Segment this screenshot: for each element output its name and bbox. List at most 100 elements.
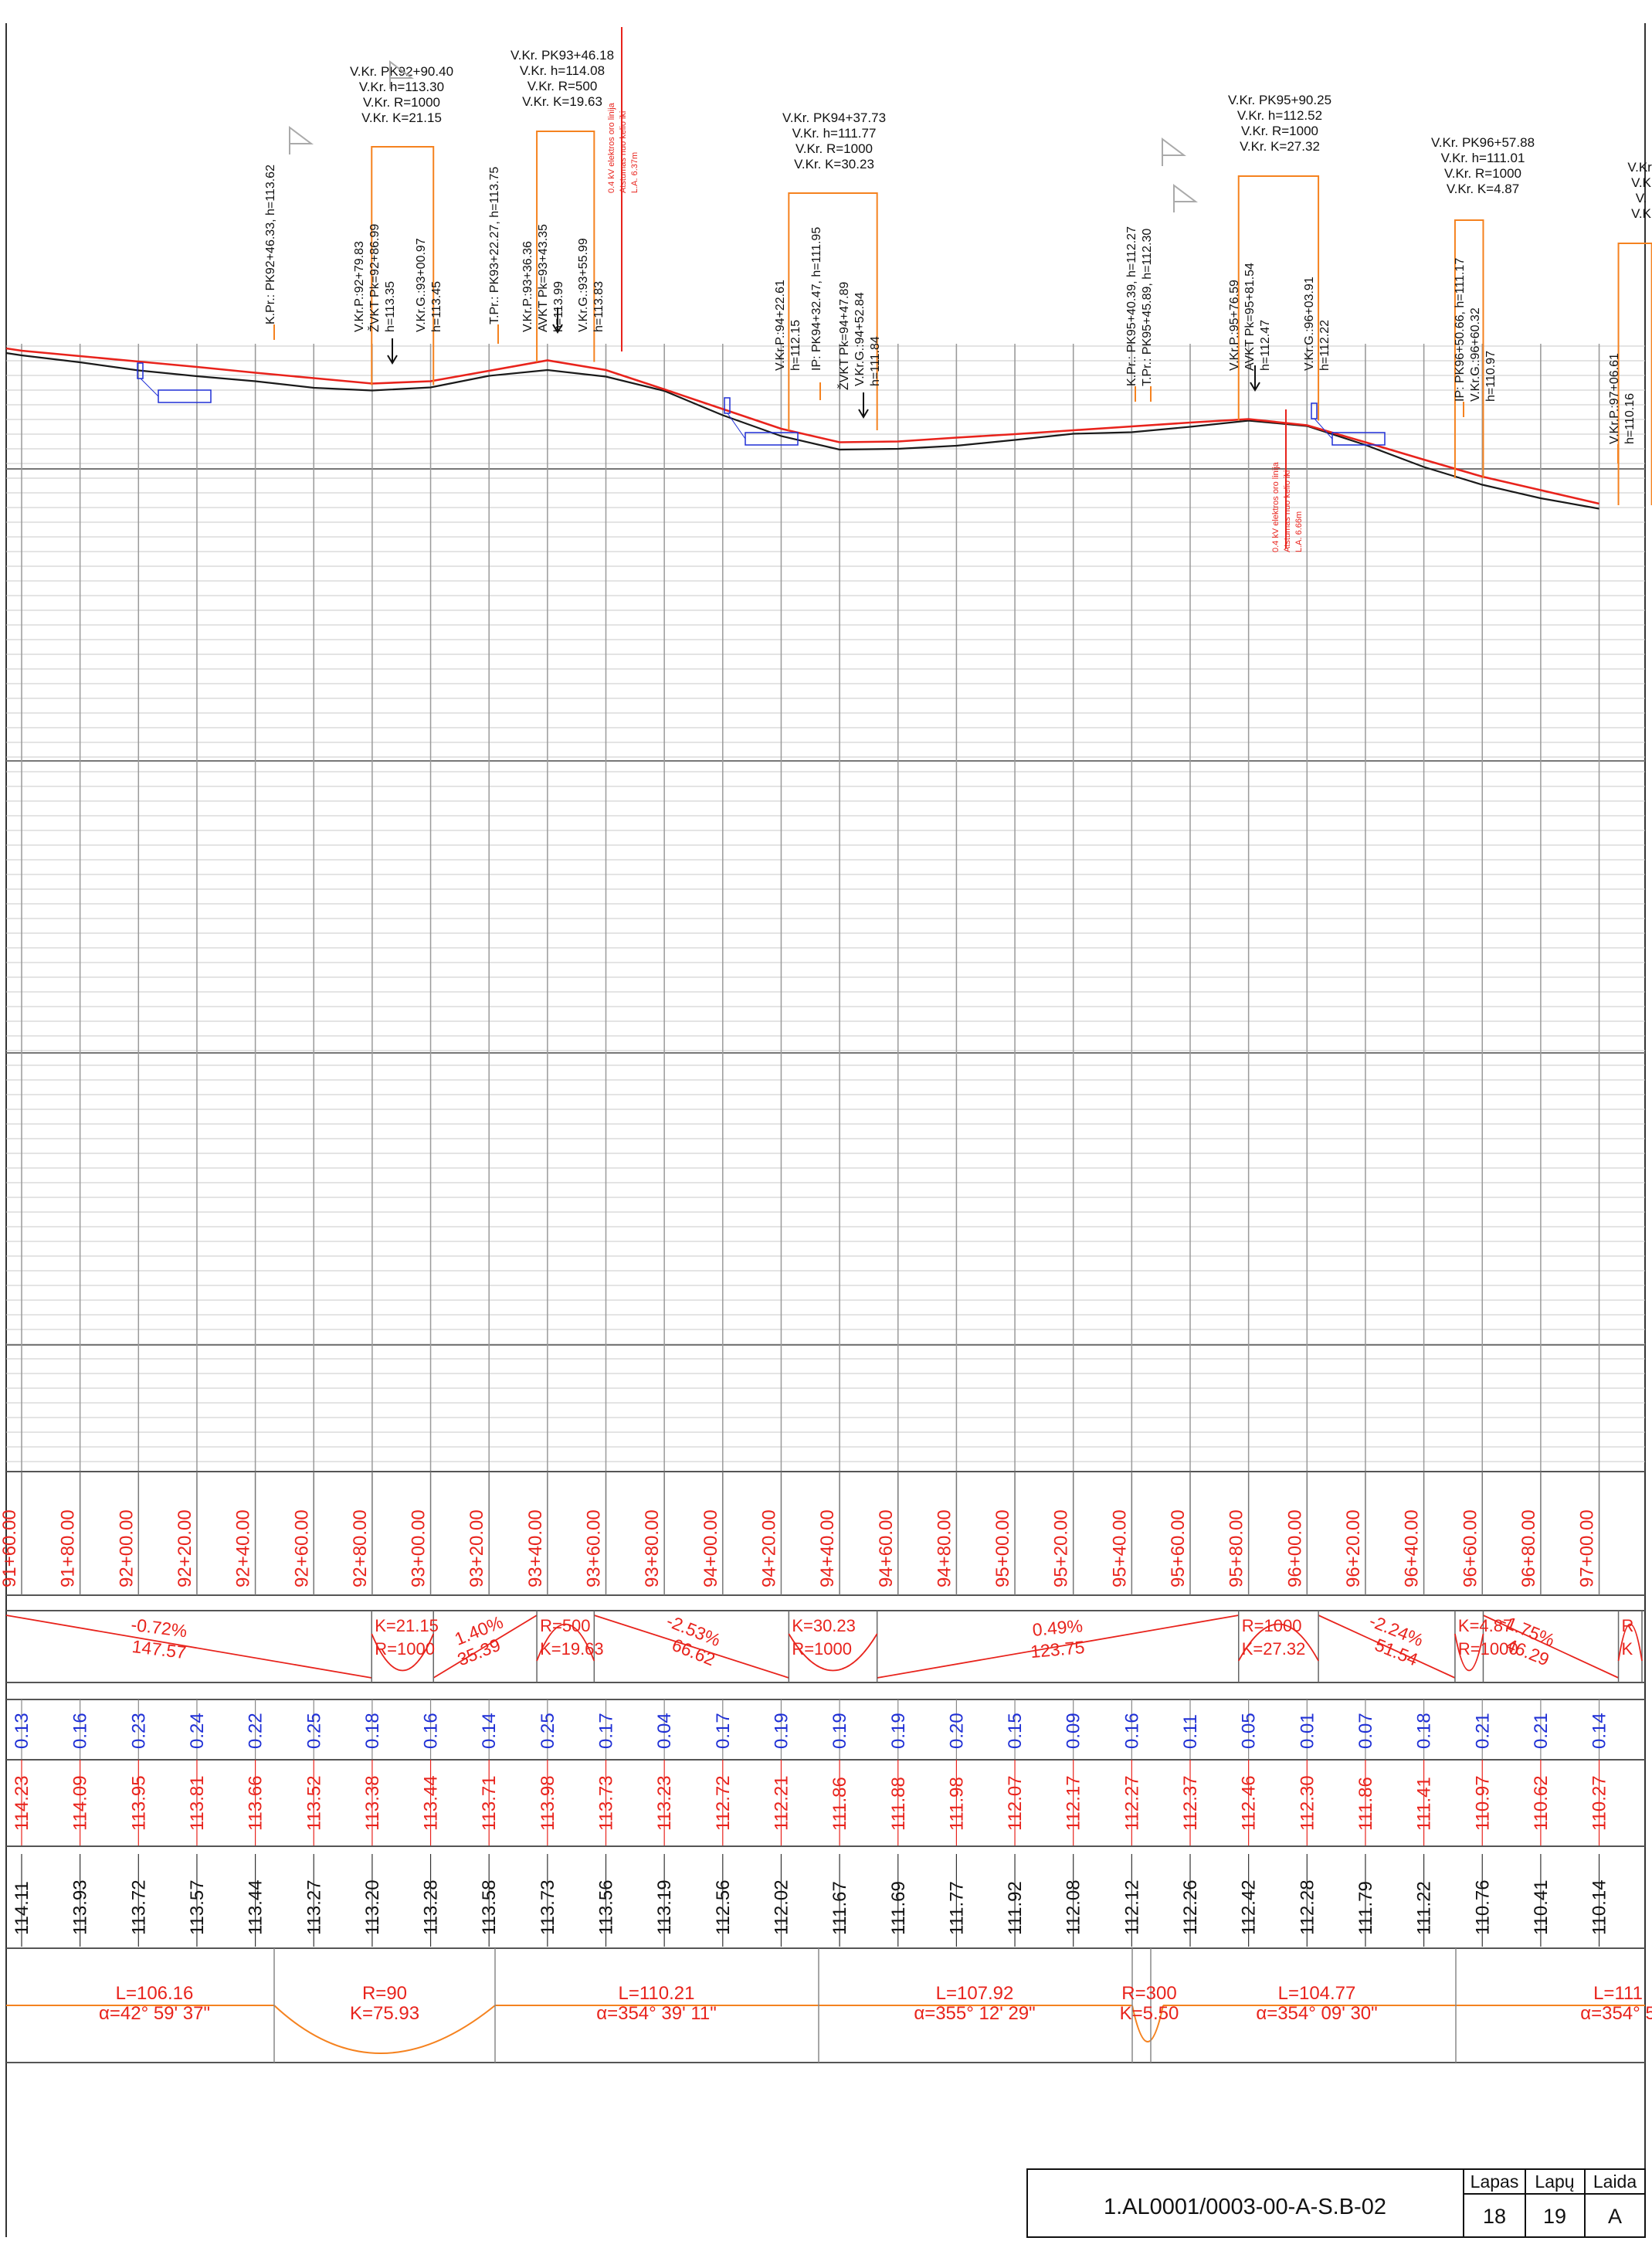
- benchmark-flag-icon: [1162, 138, 1186, 166]
- existing-elevation: 111.69: [888, 1881, 909, 1935]
- existing-elevation: 113.20: [362, 1879, 383, 1935]
- existing-elevation: 112.08: [1063, 1879, 1084, 1935]
- power-line-note: 0.4 kV elektros oro linija: [1271, 461, 1281, 552]
- vertical-curve-value: K: [1622, 1639, 1633, 1659]
- grade-line: [5, 1615, 372, 1679]
- station-label: 96+20.00: [1343, 1509, 1364, 1587]
- design-elevation: 113.95: [128, 1775, 149, 1831]
- vertical-curve-label: V.K: [1631, 175, 1652, 190]
- power-line-note: L.A. 6.37m: [630, 152, 639, 193]
- plan-value: K=75.93: [350, 2003, 419, 2024]
- grade-line: [594, 1615, 789, 1679]
- grade-line: [1483, 1615, 1619, 1679]
- grade-percent: 0.49%: [1032, 1615, 1084, 1640]
- design-elevation: 112.30: [1297, 1775, 1318, 1831]
- design-elevation: 111.86: [829, 1777, 850, 1831]
- vertical-curve-arc: [1454, 1633, 1484, 1672]
- existing-elevation: 113.56: [596, 1879, 617, 1935]
- station-label: 92+60.00: [291, 1509, 312, 1587]
- vertical-curve-label: V.Kr. h=111.77: [792, 126, 877, 141]
- title-block: 1.AL0001/0003-00-A-S.B-02 Lapas Lapų Lai…: [1026, 2168, 1646, 2238]
- point-label: IP: PK94+32.47, h=111.95: [810, 227, 823, 371]
- existing-elevation: 113.58: [479, 1879, 500, 1935]
- design-elevation: 112.07: [1005, 1775, 1026, 1831]
- depth-value: 0.21: [1472, 1713, 1493, 1749]
- design-grade-line: [5, 347, 1599, 505]
- station-label: 95+80.00: [1226, 1509, 1247, 1587]
- vertical-curve-value: R=1000: [1458, 1639, 1518, 1659]
- vertical-curve-arc: [371, 1633, 435, 1672]
- existing-elevation: 113.93: [70, 1879, 91, 1935]
- point-label: V.Kr.G.:93+55.99: [577, 238, 590, 332]
- vertical-curve-label: V.Kr. K=30.23: [794, 157, 874, 171]
- plan-value: α=42° 59' 37": [99, 2003, 210, 2024]
- vertical-curve-label: V.Kr. h=112.52: [1237, 108, 1322, 123]
- existing-elevation: 114.11: [12, 1881, 32, 1935]
- design-elevation: 111.98: [946, 1777, 967, 1831]
- depth-value: 0.19: [888, 1713, 909, 1749]
- design-elevation: 110.27: [1589, 1775, 1610, 1831]
- vertical-curve-value: R=1000: [1242, 1616, 1302, 1635]
- design-elevation: 112.72: [713, 1775, 734, 1831]
- vertical-curve-bracket: [1237, 175, 1320, 421]
- sheet-header: Lapas: [1471, 2171, 1519, 2192]
- vertical-curve-label: V.Kr. PK93+46.18: [511, 48, 614, 63]
- point-label: h=111.84: [869, 336, 882, 386]
- plan-value: K=5.50: [1120, 2003, 1179, 2024]
- point-label: K.Pr.: PK92+46.33, h=113.62: [264, 165, 277, 324]
- benchmark-flag-icon: [289, 126, 314, 154]
- plan-value: R=90: [362, 1983, 407, 2004]
- culvert-marker-icon: [1311, 402, 1318, 419]
- existing-elevation: 112.12: [1121, 1879, 1142, 1935]
- sheets-header: Lapų: [1535, 2171, 1574, 2192]
- benchmark-flag-icon: [1173, 184, 1198, 212]
- depth-value: 0.21: [1531, 1713, 1552, 1749]
- plan-curve-arc: [273, 2005, 496, 2054]
- vertical-curve-bracket: [536, 131, 595, 362]
- existing-elevation: 113.73: [538, 1879, 558, 1935]
- existing-elevation: 112.56: [713, 1879, 734, 1935]
- vertical-curve-label: V.Kr. h=113.30: [359, 80, 444, 94]
- plan-value: α=355° 12' 29": [914, 2003, 1035, 2024]
- station-label: 92+40.00: [233, 1509, 254, 1587]
- existing-elevation: 112.26: [1180, 1879, 1201, 1935]
- plan-value: α=354° 39' 11": [596, 2003, 717, 2024]
- depth-value: 0.19: [829, 1713, 850, 1749]
- culvert-tag-icon: [1331, 432, 1386, 446]
- point-label: h=110.97: [1484, 351, 1498, 402]
- depth-value: 0.05: [1239, 1713, 1260, 1749]
- vertical-curve-label: V.Kr. K=21.15: [361, 110, 442, 125]
- point-label: h=110.16: [1623, 393, 1637, 444]
- vertical-curve-label: V.K: [1631, 206, 1652, 221]
- depth-value: 0.25: [304, 1713, 324, 1749]
- point-label: AVKT Pk=95+81.54: [1243, 263, 1257, 371]
- existing-elevation: 110.41: [1531, 1879, 1552, 1935]
- station-label: 94+00.00: [700, 1509, 721, 1587]
- grade-line: [877, 1615, 1239, 1679]
- existing-elevation: 113.57: [187, 1879, 208, 1935]
- existing-elevation: 112.02: [771, 1879, 792, 1935]
- existing-elevation: 111.79: [1355, 1881, 1376, 1935]
- vertical-curve-label: V.Kr. K=27.32: [1240, 139, 1320, 154]
- existing-elevation: 113.44: [246, 1879, 266, 1935]
- vertical-curve-arc: [788, 1633, 878, 1672]
- depth-value: 0.20: [946, 1713, 967, 1749]
- point-label: ŽVKT Pk=92+86.99: [367, 224, 382, 332]
- design-elevation: 110.97: [1472, 1775, 1493, 1831]
- vertical-curve-arc: [1237, 1623, 1319, 1662]
- culvert-tag-icon: [158, 389, 212, 403]
- vertical-curve-label: V.Kr. h=114.08: [520, 63, 605, 78]
- culvert-marker-icon: [137, 362, 144, 379]
- station-label: 96+00.00: [1284, 1509, 1305, 1587]
- point-label: h=112.22: [1318, 320, 1331, 371]
- grade-line: [433, 1615, 538, 1679]
- point-label: h=113.83: [592, 281, 606, 332]
- vertical-curve-label: V.Kr.: [1627, 160, 1652, 175]
- existing-elevation: 111.92: [1005, 1881, 1026, 1935]
- culvert-leader: [140, 378, 159, 397]
- vertical-curve-arc: [536, 1623, 595, 1662]
- design-elevation: 113.44: [421, 1775, 442, 1831]
- plan-curve-arc: [1131, 2005, 1164, 2042]
- profile-annotations: V.Kr. PK92+90.40V.Kr. h=113.30V.Kr. R=10…: [137, 27, 1652, 552]
